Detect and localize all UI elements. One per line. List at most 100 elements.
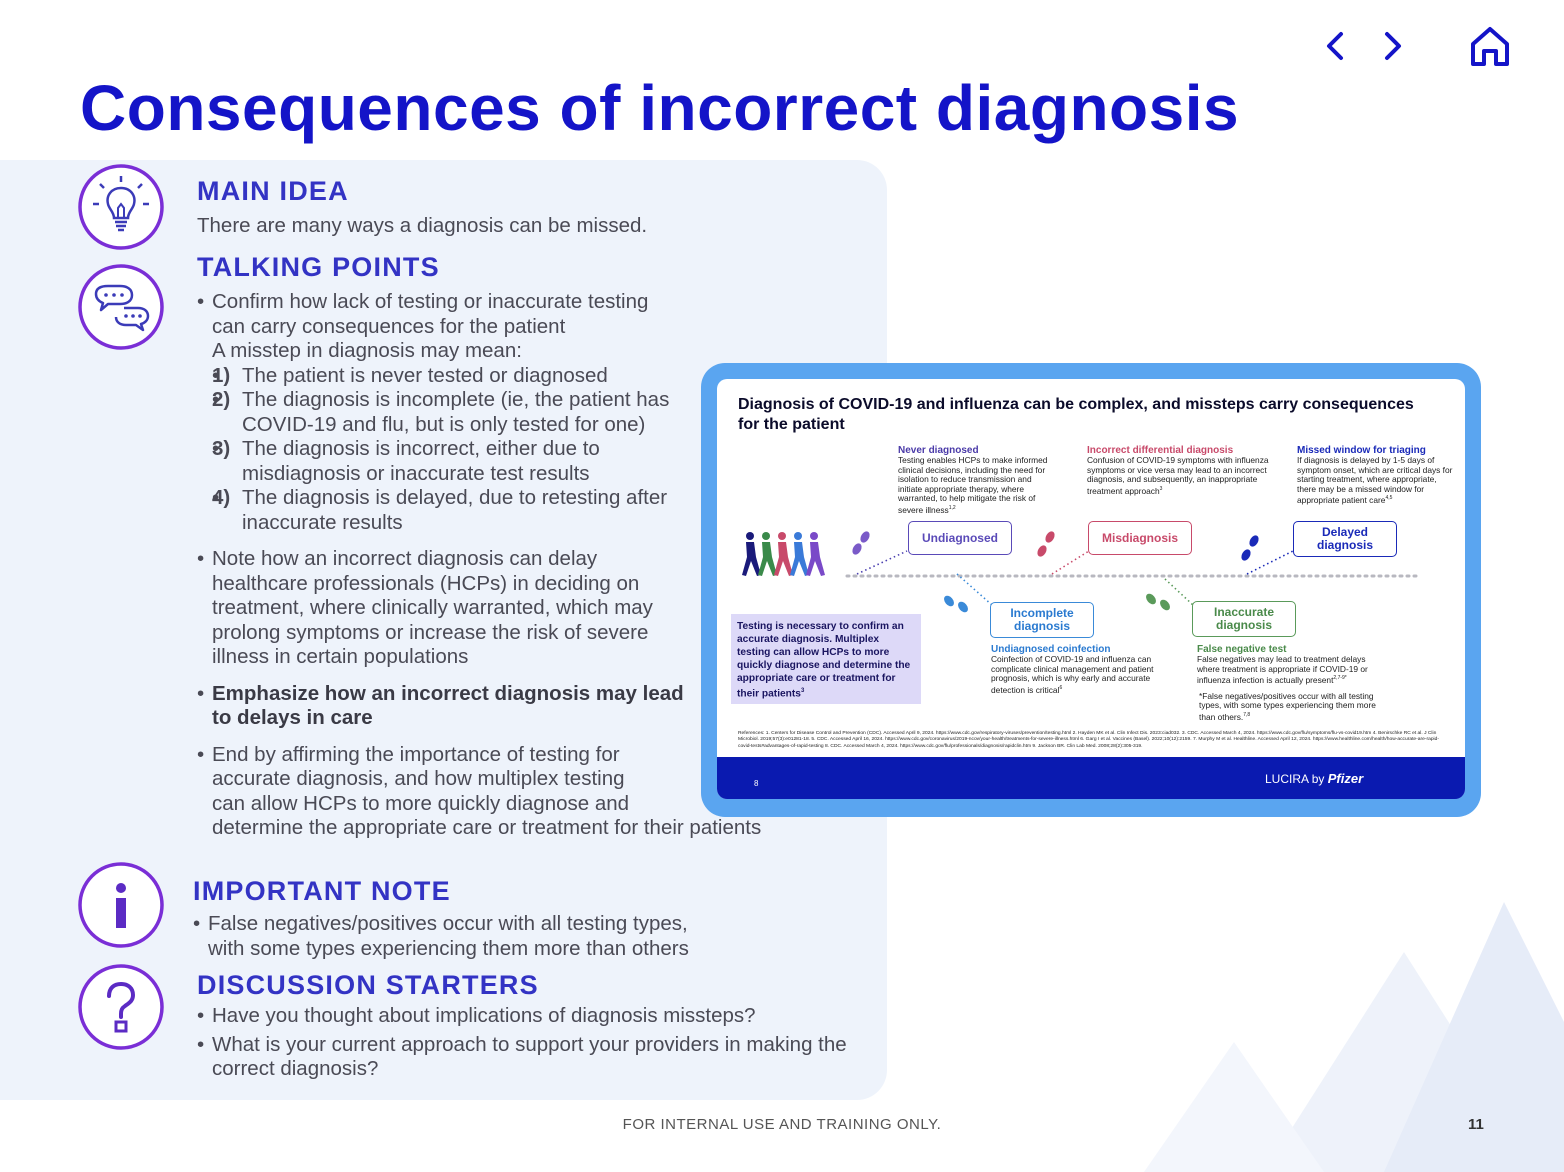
- chevron-right-icon: [1385, 32, 1401, 60]
- footprints-icon: [1146, 593, 1170, 611]
- page-title: Consequences of incorrect diagnosis: [80, 72, 1240, 144]
- tp2-text: Note how an incorrect diagnosis can dela…: [212, 547, 653, 668]
- q1-text: Have you thought about implications of d…: [212, 1004, 756, 1027]
- tp1-line-2: can carry consequences for the patient: [212, 314, 566, 338]
- delayed-diagnosis-box: Delayed diagnosis: [1293, 521, 1397, 557]
- talking-points-list: Confirm how lack of testing or inaccurat…: [197, 290, 761, 841]
- false-negative-block: False negative test False negatives may …: [1197, 644, 1387, 722]
- next-button[interactable]: [1374, 26, 1414, 66]
- discussion-q2: What is your current approach to support…: [197, 1033, 857, 1082]
- coinfection-sup: 6: [1059, 684, 1063, 691]
- step-num: 4): [212, 486, 231, 509]
- missed-window-sup: 4,5: [1385, 495, 1393, 502]
- never-diagnosed-text: Testing enables HCPs to make informed cl…: [898, 455, 1048, 515]
- tp4-line-2: accurate diagnosis, and how multiplex te…: [212, 767, 625, 790]
- discussion-q1: Have you thought about implications of d…: [197, 1004, 857, 1029]
- missed-window-heading: Missed window for triaging: [1297, 445, 1426, 456]
- undiagnosed-box: Undiagnosed: [908, 521, 1012, 555]
- prev-button[interactable]: [1316, 26, 1356, 66]
- testing-callout: Testing is necessary to confirm an accur…: [731, 614, 921, 704]
- discussion-list: Have you thought about implications of d…: [197, 1004, 857, 1082]
- question-icon: [78, 964, 164, 1050]
- discussion-heading: DISCUSSION STARTERS: [197, 970, 539, 1000]
- step-num: 1): [212, 363, 231, 387]
- misstep-2: 2) The diagnosis is incomplete (ie, the p…: [212, 388, 682, 437]
- slide-title: Diagnosis of COVID-19 and influenza can …: [738, 396, 1414, 433]
- slide-footer: 8 LUCIRA by Pfizer: [717, 757, 1465, 799]
- talking-point-2: Note how an incorrect diagnosis can dela…: [197, 547, 682, 670]
- inaccurate-diagnosis-box: Inaccurate diagnosis: [1192, 601, 1296, 637]
- walking-people-icon: [742, 532, 825, 576]
- important-note-heading: IMPORTANT NOTE: [193, 876, 451, 906]
- tp1-line-3: A misstep in diagnosis may mean:: [212, 339, 522, 362]
- false-negative-text: False negatives may lead to treatment de…: [1197, 654, 1368, 685]
- incorrect-differential-block: Incorrect differential diagnosis Confusi…: [1087, 445, 1269, 496]
- callout-sup: 3: [800, 688, 805, 694]
- footprints-icon: [852, 531, 870, 555]
- q2-text: What is your current approach to support…: [212, 1032, 847, 1081]
- brand-logo: LUCIRA by Pfizer: [1265, 771, 1363, 786]
- coinfection-heading: Undiagnosed coinfection: [991, 644, 1111, 655]
- slide-page-number: 8: [754, 779, 759, 788]
- never-diagnosed-block: Never diagnosed Testing enables HCPs to …: [898, 445, 1058, 515]
- talking-point-3: Emphasize how an incorrect diagnosis may…: [197, 682, 692, 731]
- tp1-line-1: Confirm how lack of testing or inaccurat…: [212, 290, 649, 313]
- step-num: 3): [212, 437, 231, 460]
- note-line-1: False negatives/positives occur with all…: [208, 912, 688, 935]
- never-diagnosed-heading: Never diagnosed: [898, 445, 979, 456]
- footprints-icon: [944, 595, 968, 613]
- incorrect-differential-heading: Incorrect differential diagnosis: [1087, 445, 1234, 456]
- chevron-left-icon: [1327, 32, 1343, 60]
- misstep-1: 1) The patient is never tested or diagnos…: [212, 364, 697, 389]
- lightbulb-icon: [78, 164, 164, 250]
- important-note-item: False negatives/positives occur with all…: [193, 912, 833, 961]
- step-text: The patient is never tested or diagnosed: [242, 363, 608, 387]
- slide-preview-frame[interactable]: Diagnosis of COVID-19 and influenza can …: [701, 363, 1481, 817]
- incorrect-differential-text: Confusion of COVID-19 symptoms with infl…: [1087, 455, 1269, 496]
- talking-point-4: End by affirming the importance of testi…: [197, 743, 872, 841]
- false-negative-note: *False negatives/positives occur with al…: [1199, 690, 1376, 722]
- speech-bubbles-icon: [78, 264, 164, 350]
- false-negative-heading: False negative test: [1197, 644, 1287, 655]
- coinfection-block: Undiagnosed coinfection Coinfection of C…: [991, 644, 1155, 695]
- important-note-text: False negatives/positives occur with all…: [193, 912, 833, 961]
- brand-partner: Pfizer: [1327, 771, 1364, 786]
- home-icon: [1471, 27, 1509, 66]
- footprints-icon: [1241, 535, 1259, 561]
- tp3-text: Emphasize how an incorrect diagnosis may…: [212, 681, 684, 730]
- home-button[interactable]: [1468, 24, 1512, 68]
- brand-name: LUCIRA: [1265, 772, 1309, 786]
- tp4-line-4: determine the appropriate care or treatm…: [212, 816, 762, 839]
- talking-point-1: Confirm how lack of testing or inaccurat…: [197, 290, 697, 535]
- callout-text: Testing is necessary to confirm an accur…: [737, 621, 911, 700]
- step-text: The diagnosis is delayed, due to retesti…: [242, 486, 668, 534]
- slide-preview: Diagnosis of COVID-19 and influenza can …: [717, 379, 1465, 799]
- step-num: 2): [212, 388, 231, 411]
- coinfection-text: Coinfection of COVID-19 and influenza ca…: [991, 654, 1154, 695]
- misstep-3: 3) The diagnosis is incorrect, either due…: [212, 437, 662, 486]
- main-idea-heading: MAIN IDEA: [197, 176, 349, 206]
- never-diagnosed-sup: 1,2: [948, 504, 956, 511]
- page-number: 11: [1468, 1116, 1484, 1133]
- incorrect-differential-sup: 3: [1159, 485, 1163, 492]
- step-text: The diagnosis is incorrect, either due t…: [242, 437, 600, 485]
- info-icon: [78, 862, 164, 948]
- brand-by: by: [1311, 772, 1325, 786]
- missed-window-text: If diagnosis is delayed by 1-5 days of s…: [1297, 455, 1453, 506]
- tp4-line-1: End by affirming the importance of testi…: [212, 742, 620, 766]
- background-triangles: [1144, 902, 1564, 1172]
- misstep-4: 4) The diagnosis is delayed, due to retes…: [212, 486, 682, 535]
- false-negative-note-sup: 7,8: [1243, 711, 1251, 718]
- false-negative-sup: 2,7-9*: [1333, 675, 1347, 682]
- footer-disclaimer: FOR INTERNAL USE AND TRAINING ONLY.: [622, 1116, 942, 1133]
- missed-window-block: Missed window for triaging If diagnosis …: [1297, 445, 1453, 506]
- talking-points-heading: TALKING POINTS: [197, 252, 440, 282]
- step-text: The diagnosis is incomplete (ie, the pat…: [242, 388, 670, 436]
- main-idea-text: There are many ways a diagnosis can be m…: [197, 214, 647, 239]
- misdiagnosis-box: Misdiagnosis: [1088, 521, 1192, 555]
- tp4-line-3: can allow HCPs to more quickly diagnose …: [212, 791, 630, 815]
- note-line-2: with some types experiencing them more t…: [208, 936, 689, 960]
- footprints-icon: [1037, 531, 1055, 557]
- incomplete-diagnosis-box: Incomplete diagnosis: [990, 602, 1094, 638]
- main-idea-line: There are many ways a diagnosis can be m…: [197, 214, 648, 237]
